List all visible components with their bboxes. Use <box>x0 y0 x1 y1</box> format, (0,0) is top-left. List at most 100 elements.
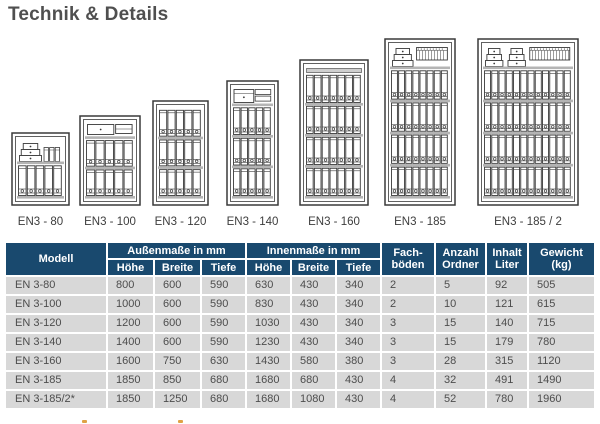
cell-value: 92 <box>487 277 527 294</box>
cell-value: 32 <box>436 372 485 389</box>
col-header-fachboeden: Fach-böden <box>382 243 434 275</box>
cell-value: 1680 <box>247 391 290 408</box>
safe-en3-140 <box>226 80 279 206</box>
cell-value: 52 <box>436 391 485 408</box>
cell-value: 4 <box>382 391 434 408</box>
safe-en3-100 <box>79 115 141 206</box>
cell-value: 830 <box>247 296 290 313</box>
cell-value: 1230 <box>247 334 290 351</box>
fachboeden-line2: böden <box>391 259 425 271</box>
gewicht-line2: (kg) <box>551 259 572 271</box>
cell-value: 505 <box>529 277 594 294</box>
anzahl-line2: Ordner <box>442 259 479 271</box>
cell-modell: EN 3-185/2* <box>6 391 106 408</box>
cell-value: 430 <box>337 372 380 389</box>
col-header-modell: Modell <box>6 243 106 275</box>
cell-value: 1490 <box>529 372 594 389</box>
cell-value: 1000 <box>108 296 153 313</box>
inhalt-line1: Inhalt <box>492 247 522 259</box>
cell-modell: EN 3-100 <box>6 296 106 313</box>
cell-value: 430 <box>337 391 380 408</box>
cell-value: 315 <box>487 353 527 370</box>
col-header-innenmasse: Innenmaße in mm <box>247 243 380 258</box>
cell-value: 340 <box>337 277 380 294</box>
cell-value: 580 <box>292 353 335 370</box>
cell-value: 340 <box>337 315 380 332</box>
col-subheader-breite-aussen: Breite <box>155 260 200 275</box>
cell-value: 5 <box>436 277 485 294</box>
cell-value: 430 <box>292 334 335 351</box>
col-subheader-hoehe-aussen: Höhe <box>108 260 153 275</box>
cell-value: 615 <box>529 296 594 313</box>
cell-value: 491 <box>487 372 527 389</box>
cell-value: 1680 <box>247 372 290 389</box>
fachboeden-line1: Fach- <box>393 247 423 259</box>
cell-value: 715 <box>529 315 594 332</box>
cell-value: 2 <box>382 296 434 313</box>
col-subheader-tiefe-innen: Tiefe <box>337 260 380 275</box>
col-subheader-hoehe-innen: Höhe <box>247 260 290 275</box>
col-subheader-tiefe-aussen: Tiefe <box>202 260 245 275</box>
cell-value: 3 <box>382 353 434 370</box>
safe-label: EN3 - 140 <box>226 216 279 228</box>
col-header-aussenmasse: Außenmaße in mm <box>108 243 245 258</box>
cell-value: 750 <box>155 353 200 370</box>
cell-value: 800 <box>108 277 153 294</box>
footnote-fragment <box>178 420 183 423</box>
cell-value: 430 <box>292 277 335 294</box>
cell-value: 380 <box>337 353 380 370</box>
cell-value: 1120 <box>529 353 594 370</box>
safe-en3-80 <box>11 132 70 206</box>
safe-en3-160 <box>299 59 369 206</box>
gewicht-line1: Gewicht <box>540 247 583 259</box>
cell-value: 600 <box>155 315 200 332</box>
safe-label: EN3 - 100 <box>84 216 136 228</box>
cell-value: 600 <box>155 296 200 313</box>
cell-value: 121 <box>487 296 527 313</box>
footnote-fragment <box>82 420 87 423</box>
cell-value: 1400 <box>108 334 153 351</box>
cell-value: 680 <box>202 391 245 408</box>
cell-value: 179 <box>487 334 527 351</box>
safe-en3-185 <box>384 38 456 206</box>
cell-value: 780 <box>529 334 594 351</box>
cell-value: 3 <box>382 334 434 351</box>
cell-value: 630 <box>247 277 290 294</box>
cell-modell: EN 3-140 <box>6 334 106 351</box>
safe-label: EN3 - 120 <box>154 216 207 228</box>
inhalt-line2: Liter <box>495 259 519 271</box>
cell-value: 1430 <box>247 353 290 370</box>
cell-value: 4 <box>382 372 434 389</box>
cell-value: 600 <box>155 334 200 351</box>
cell-value: 680 <box>292 372 335 389</box>
safe-size-illustrations <box>11 38 579 206</box>
cell-value: 1080 <box>292 391 335 408</box>
safe-label: EN3 - 185 <box>394 216 446 228</box>
cell-value: 600 <box>155 277 200 294</box>
cell-value: 780 <box>487 391 527 408</box>
col-header-gewicht: Gewicht(kg) <box>529 243 594 275</box>
safe-label: EN3 - 185 / 2 <box>494 216 562 228</box>
cell-value: 590 <box>202 296 245 313</box>
cell-value: 28 <box>436 353 485 370</box>
page-title: Technik & Details <box>8 4 169 25</box>
cell-value: 590 <box>202 334 245 351</box>
anzahl-line1: Anzahl <box>442 247 479 259</box>
cell-value: 140 <box>487 315 527 332</box>
cell-value: 430 <box>292 315 335 332</box>
cell-value: 430 <box>292 296 335 313</box>
cell-modell: EN 3-120 <box>6 315 106 332</box>
cell-value: 340 <box>337 296 380 313</box>
cell-value: 1200 <box>108 315 153 332</box>
cell-value: 3 <box>382 315 434 332</box>
cell-value: 15 <box>436 315 485 332</box>
cell-modell: EN 3-80 <box>6 277 106 294</box>
